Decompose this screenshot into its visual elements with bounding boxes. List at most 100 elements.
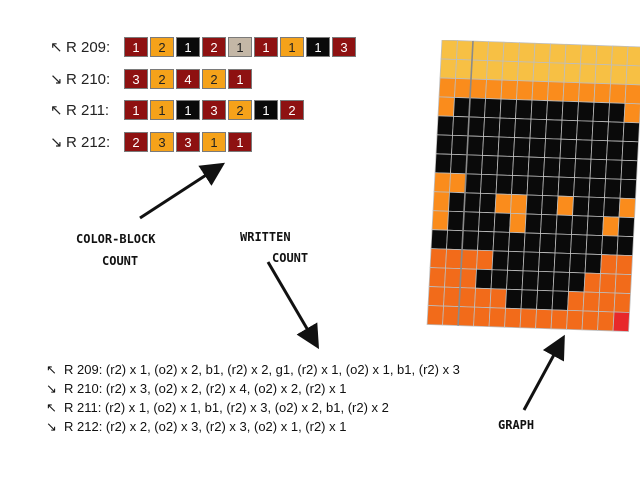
graph-cell <box>443 286 461 308</box>
graph-cell <box>482 136 500 157</box>
graph-cell <box>613 292 631 313</box>
direction-arrow-icon: ↘ <box>50 134 63 151</box>
graph-cell <box>594 63 612 85</box>
graph-cell <box>456 40 474 61</box>
graph-cell <box>603 197 621 218</box>
graph-cell <box>605 159 623 180</box>
graph-cell <box>471 40 489 62</box>
graph-cell <box>495 174 513 195</box>
color-block: 1 <box>306 37 330 57</box>
graph-cell <box>493 212 511 233</box>
graph-cell <box>556 195 574 216</box>
graph-cell <box>439 58 457 79</box>
graph-cell <box>552 271 570 292</box>
graph-cell <box>492 231 510 252</box>
graph-cell <box>580 44 598 65</box>
graph-cell <box>577 101 595 122</box>
graph-cell <box>590 139 608 161</box>
graph-cell <box>516 80 534 101</box>
graph-cell <box>539 233 557 254</box>
graph-cell <box>466 135 484 156</box>
graph-cell <box>587 196 605 218</box>
graph-cell <box>515 99 533 120</box>
graph-cell <box>551 290 569 311</box>
graph-cell <box>512 156 530 177</box>
color-block: 1 <box>124 37 148 57</box>
graph-cell <box>560 119 578 141</box>
graph-cell <box>532 61 550 83</box>
graph-cell <box>598 292 616 313</box>
graph-cell <box>606 140 624 161</box>
graph-cell <box>607 121 625 142</box>
graph-cell <box>601 235 619 256</box>
color-block: 2 <box>124 132 148 152</box>
graph-cell <box>462 211 480 232</box>
graph-cell <box>542 176 560 197</box>
graph-cell <box>540 214 558 235</box>
graph-cell <box>451 134 469 156</box>
graph-cell <box>458 287 476 308</box>
graph-cell <box>449 172 467 194</box>
graph-cell <box>505 288 523 310</box>
graph-cell <box>624 84 640 105</box>
graph-cell <box>549 43 567 64</box>
graph-cell <box>455 59 473 80</box>
graph-cell <box>464 173 482 194</box>
graph-cell <box>440 40 458 60</box>
graph-cell <box>571 215 589 236</box>
graph-cell <box>553 252 571 273</box>
graph-cell <box>619 178 637 200</box>
arrow-to-written-count <box>266 261 320 350</box>
graph-cell <box>475 268 493 290</box>
color-block: 1 <box>124 100 148 120</box>
graph-cell <box>599 273 617 294</box>
graph-cell <box>592 101 610 123</box>
written-count-label: COUNT <box>272 251 309 265</box>
written-row-text: R 211: (r2) x 1, (o2) x 1, b1, (r2) x 3,… <box>64 400 389 415</box>
graph-cell <box>506 269 524 291</box>
graph-cell <box>430 229 448 250</box>
graph-cells <box>426 40 640 332</box>
graph-cell <box>625 65 640 86</box>
color-block: 2 <box>202 69 226 89</box>
color-block: 3 <box>150 132 174 152</box>
graph-cell <box>457 306 475 327</box>
graph-cell <box>460 249 478 270</box>
graph-cell <box>478 211 496 233</box>
graph-cell <box>574 158 592 179</box>
color-block: 1 <box>228 69 252 89</box>
graph-cell <box>426 305 444 326</box>
graph-cell <box>626 46 640 67</box>
graph-cell <box>537 270 555 292</box>
graph-cell <box>604 178 622 199</box>
graph-cell <box>609 83 627 104</box>
graph-cell <box>467 116 485 137</box>
graph-cell <box>528 137 546 158</box>
color-block: 2 <box>150 69 174 89</box>
graph-cell <box>447 210 465 232</box>
graph-cell <box>600 254 618 275</box>
graph-cell <box>529 118 547 140</box>
graph-cell <box>589 158 607 180</box>
graph-cell <box>474 287 492 309</box>
graph-cell <box>463 192 481 213</box>
graph-cell <box>545 119 563 140</box>
written-row: ↖R 211: (r2) x 1, (o2) x 1, b1, (r2) x 3… <box>46 400 389 416</box>
graph-cell <box>531 80 549 102</box>
graph-cell <box>561 100 579 122</box>
direction-arrow-icon: ↘ <box>46 381 57 396</box>
graph-cell <box>620 159 638 181</box>
graph-cell <box>523 232 541 253</box>
graph-cell <box>559 138 577 160</box>
graph-cell <box>490 269 508 290</box>
graph-cell <box>547 81 565 102</box>
graph-cell <box>448 191 466 213</box>
color-block: 1 <box>228 37 252 57</box>
graph-cell <box>481 155 499 176</box>
graph-cell <box>582 291 600 312</box>
color-block-count-label: COUNT <box>102 254 139 268</box>
